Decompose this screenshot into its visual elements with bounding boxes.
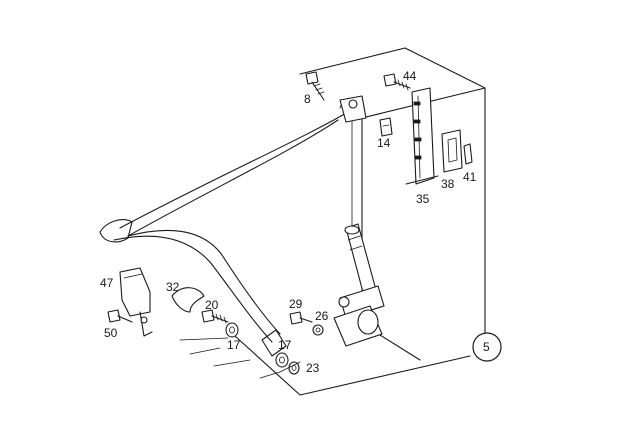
section-badge: 5 [472,332,502,362]
callout-14: 14 [377,136,391,150]
callout-44: 44 [403,69,417,83]
callout-17-lower: 17 [278,338,292,352]
callout-8: 8 [304,92,311,106]
callout-5: 5 [483,340,490,354]
body-panel-outline [234,47,486,396]
callout-41: 41 [463,170,477,184]
callout-35: 35 [416,192,430,206]
adjuster-bracket [441,129,473,173]
leader-lines [179,337,301,379]
spacer-17-lower [275,352,289,368]
bolt-8 [305,71,325,101]
callout-26: 26 [315,309,329,323]
callout-38: 38 [441,177,455,191]
bolt-50 [107,309,133,323]
spacer-17-upper [225,322,239,338]
callout-32: 32 [166,280,180,294]
callout-47: 47 [100,276,114,290]
bolt-29 [289,311,313,325]
trim-cover [171,287,205,313]
clip-part [379,117,393,137]
callout-50: 50 [104,326,118,340]
height-adjuster-rail [405,87,439,185]
belt-retractor [333,223,385,347]
belt-buckle [119,267,153,337]
washer-26 [312,324,324,336]
washer-23 [288,361,300,375]
upper-guide-loop [339,95,367,123]
bolt-44 [383,73,411,91]
callout-20: 20 [205,298,219,312]
callout-29: 29 [289,297,303,311]
bolt-20 [201,309,229,324]
callout-17-upper: 17 [227,338,241,352]
callout-23: 23 [306,361,320,375]
